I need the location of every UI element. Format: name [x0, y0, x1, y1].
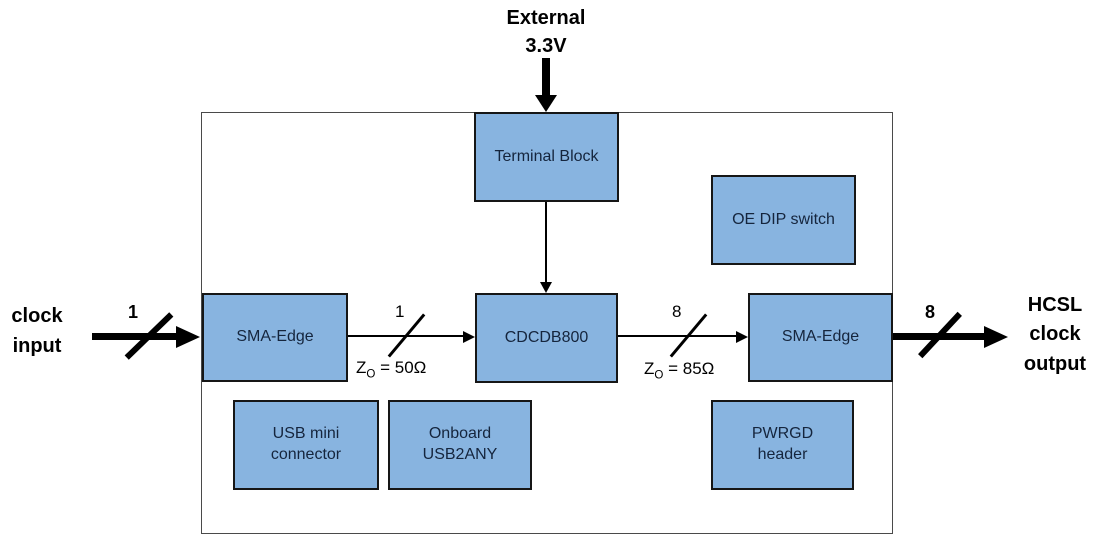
connector-line: [545, 201, 547, 283]
down-arrowhead-icon: [535, 95, 557, 112]
bus-width-count: 8: [672, 302, 682, 321]
clock-output-line2: clock: [1029, 323, 1081, 346]
bus-width-count: 1: [128, 302, 139, 322]
bus-width-count: 1: [395, 302, 405, 321]
right-arrowhead-icon: [176, 326, 200, 348]
impedance-symbol: Z: [644, 359, 655, 378]
box-pwrgd-header: PWRGD header: [711, 400, 854, 490]
box-terminal-block: Terminal Block: [474, 112, 619, 202]
right-arrowhead-icon: [984, 326, 1008, 348]
clock-input-label: clock input: [4, 301, 70, 361]
box-usb-mini-connector: USB mini connector: [233, 400, 379, 490]
box-onboard-usb2any: Onboard USB2ANY: [388, 400, 532, 490]
clock-input-line1: clock: [11, 305, 63, 327]
box-pwrgd-header-line1: PWRGD: [751, 425, 814, 443]
clock-output-line1: HCSL: [1027, 294, 1083, 316]
box-cdcdb800: CDCDB800: [475, 293, 618, 383]
clock-output-label: HCSL clock output: [1010, 291, 1100, 379]
impedance-value: = 50Ω: [375, 358, 427, 377]
clock-output-line3: output: [1023, 352, 1087, 375]
external-supply-label: External 3.3V: [471, 4, 621, 60]
box-onboard-usb2any-line2: USB2ANY: [422, 446, 498, 463]
down-arrowhead-icon: [540, 282, 552, 293]
box-sma-edge-input: SMA-Edge: [202, 293, 348, 382]
bus-width-count: 8: [925, 302, 936, 322]
box-terminal-block-label: Terminal Block: [494, 147, 599, 165]
external-supply-line2: 3.3V: [525, 35, 567, 57]
external-supply-arrow-shaft: [542, 58, 550, 96]
box-oe-dip-switch: OE DIP switch: [711, 175, 856, 265]
box-sma-edge-input-label: SMA-Edge: [236, 328, 314, 346]
right-arrowhead-icon: [736, 331, 748, 343]
box-onboard-usb2any-line1: Onboard: [428, 425, 492, 443]
clock-input-arrow-shaft: [92, 333, 178, 340]
box-usb-mini-connector-line1: USB mini: [272, 425, 340, 443]
box-sma-edge-output-label: SMA-Edge: [781, 328, 860, 346]
box-sma-edge-output: SMA-Edge: [748, 293, 893, 382]
external-supply-line1: External: [506, 7, 586, 29]
bus-line: [618, 335, 738, 337]
box-pwrgd-header-line2: header: [757, 446, 808, 463]
impedance-symbol: Z: [356, 358, 367, 377]
impedance-subscript: O: [654, 369, 664, 382]
impedance-value: = 85Ω: [663, 359, 715, 378]
clock-input-line2: input: [12, 335, 62, 357]
impedance-label: ZO = 50Ω: [356, 358, 426, 380]
box-usb-mini-connector-line2: connector: [270, 446, 342, 463]
box-oe-dip-switch-label: OE DIP switch: [732, 210, 835, 228]
box-cdcdb800-label: CDCDB800: [504, 328, 589, 346]
impedance-subscript: O: [366, 368, 376, 381]
right-arrowhead-icon: [463, 331, 475, 343]
impedance-label: ZO = 85Ω: [644, 359, 714, 381]
